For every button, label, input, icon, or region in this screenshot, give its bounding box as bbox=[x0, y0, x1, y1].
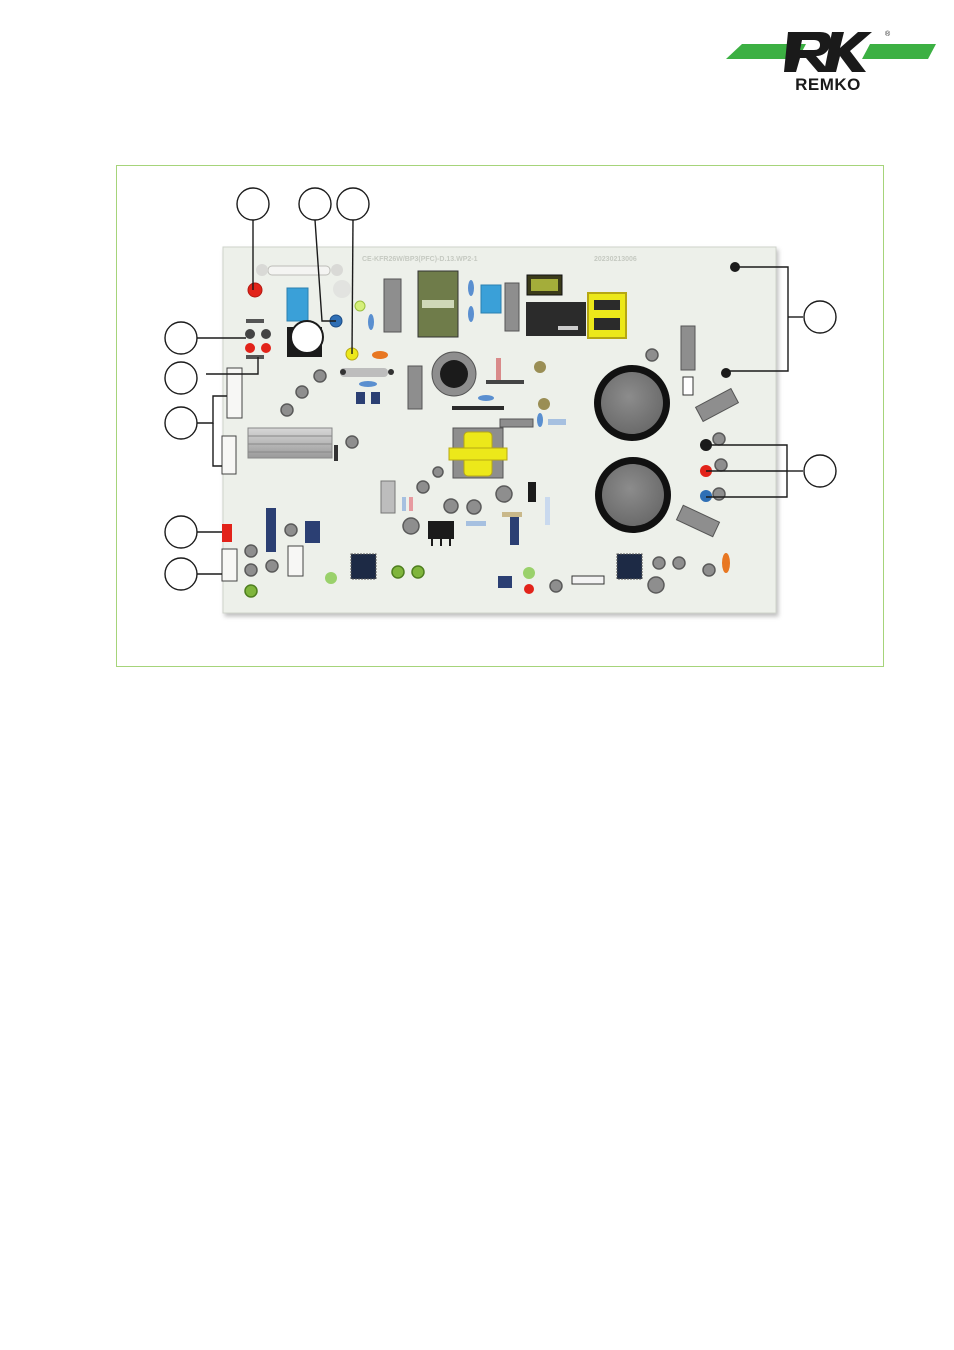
callout-left-4 bbox=[164, 515, 198, 549]
connector-white-mid bbox=[287, 545, 304, 577]
qfp-chip-left bbox=[350, 553, 377, 580]
diagram-frame bbox=[116, 165, 884, 667]
silk-model-text: CE-KFR26W/BP3(PFC)-D.13.WP2-1 bbox=[362, 256, 478, 263]
logo-right-stripe bbox=[862, 44, 936, 59]
callout-left-3 bbox=[164, 406, 198, 440]
callout-circles bbox=[164, 187, 837, 591]
logo-r-mark bbox=[784, 32, 831, 72]
logo-k-mark bbox=[824, 32, 872, 72]
left-connector-housings bbox=[221, 367, 243, 475]
red-terminal-top bbox=[247, 282, 263, 298]
callout-left-5 bbox=[164, 557, 198, 591]
green-terminal-small bbox=[354, 300, 366, 312]
yellow-inductor-main bbox=[448, 427, 508, 479]
resistor-grey bbox=[340, 368, 388, 377]
callout-right-1 bbox=[803, 300, 837, 334]
callout-lines bbox=[197, 219, 803, 575]
qfp-chip-right bbox=[616, 553, 643, 580]
grey-circle-top bbox=[333, 280, 351, 298]
red-led bbox=[524, 584, 534, 594]
green-pads bbox=[244, 565, 425, 598]
yellow-inductor-top bbox=[587, 292, 627, 339]
callout-top-3 bbox=[336, 187, 370, 221]
green-led-right bbox=[523, 567, 535, 579]
white-connector-bottom bbox=[221, 548, 238, 582]
callout-right-2 bbox=[803, 454, 837, 488]
ic-grey-1 bbox=[383, 278, 402, 333]
callout-top-1 bbox=[236, 187, 270, 221]
ic-grey-3 bbox=[407, 365, 423, 410]
connector-pins bbox=[380, 480, 396, 514]
bulk-capacitors bbox=[594, 365, 671, 533]
callout-left-1 bbox=[164, 321, 198, 355]
orange-cap-top bbox=[372, 351, 388, 359]
remko-logo: REMKO ® bbox=[726, 30, 936, 94]
green-led-left bbox=[325, 572, 337, 584]
small-ics bbox=[266, 392, 519, 588]
blue-cap-1 bbox=[368, 314, 374, 330]
white-disc bbox=[290, 320, 324, 354]
voltage-regulator bbox=[428, 521, 454, 539]
logo-registered-mark: ® bbox=[885, 30, 891, 38]
heatsink bbox=[247, 427, 338, 461]
callout-top-2 bbox=[298, 187, 332, 221]
relay-blue-left bbox=[286, 287, 309, 322]
relay-dark bbox=[526, 302, 586, 336]
silk-code-text: 20230213006 bbox=[594, 256, 637, 263]
ic-grey-2 bbox=[504, 282, 520, 332]
fuse bbox=[256, 264, 343, 276]
logo-wordmark: REMKO bbox=[795, 75, 861, 94]
left-terminal-block bbox=[245, 319, 271, 359]
callout-left-2 bbox=[164, 361, 198, 395]
relay-blue-right bbox=[480, 284, 502, 314]
red-connector bbox=[222, 524, 232, 542]
